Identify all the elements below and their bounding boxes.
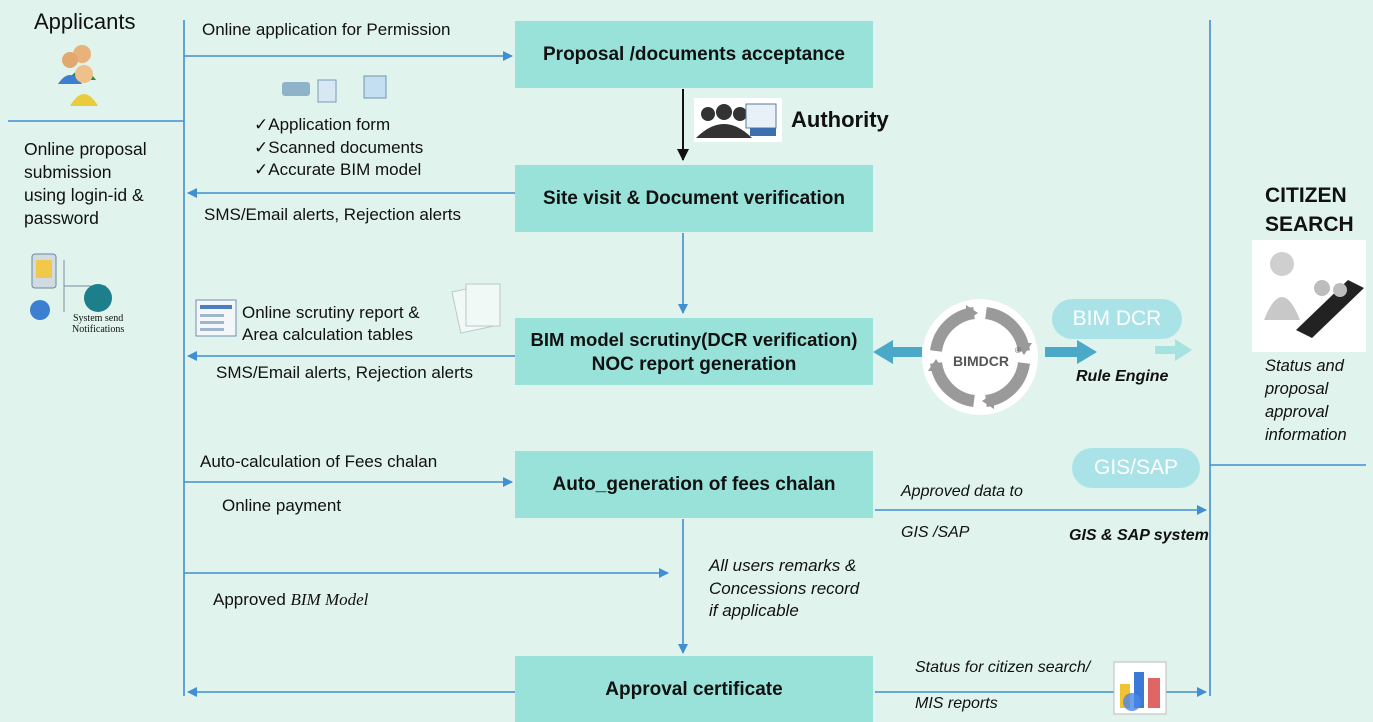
- submission-text: Online proposal submission using login-i…: [24, 138, 147, 230]
- citizen-icon: [1252, 240, 1366, 352]
- faded-arrow-right: [1155, 339, 1192, 361]
- submission-line: using login-id &: [24, 185, 144, 205]
- thick-arrow-left: [873, 340, 922, 364]
- approved-bim-prefix: Approved: [213, 590, 291, 609]
- auto-calc-label: Auto-calculation of Fees chalan: [200, 452, 438, 471]
- bimdcr-logo-text: BIMDCR: [953, 353, 1009, 369]
- submission-line: Online proposal: [24, 139, 147, 159]
- citizen-info-line: Status and: [1265, 357, 1344, 375]
- bim-scrutiny-line: NOC report generation: [591, 353, 797, 375]
- citizen-title-line: SEARCH: [1265, 213, 1354, 236]
- checklist: ✓Application form ✓Scanned documents ✓Ac…: [254, 114, 423, 182]
- scrutiny-report-text: Online scrutiny report & Area calculatio…: [242, 302, 420, 346]
- bim-scrutiny-box: BIM model scrutiny(DCR verification) NOC…: [515, 318, 873, 385]
- user-remarks-line: if applicable: [709, 601, 799, 620]
- mis-chart-icon: [1113, 661, 1167, 715]
- user-remarks-text: All users remarks & Concessions record i…: [709, 555, 859, 623]
- approved-data-label: Approved data to: [901, 483, 1023, 500]
- site-visit-box: Site visit & Document verification: [515, 165, 873, 232]
- approved-bim-italic: BIM Model: [290, 590, 369, 609]
- report-icon: [195, 299, 237, 337]
- rule-engine-label: Rule Engine: [1076, 368, 1169, 385]
- user-remarks-line: All users remarks &: [709, 556, 857, 575]
- applicants-label: Applicants: [34, 9, 136, 34]
- gis-sap-label: GIS /SAP: [901, 524, 970, 541]
- citizen-title-line: CITIZEN: [1265, 184, 1347, 207]
- checklist-item: ✓Scanned documents: [254, 137, 424, 157]
- notification-icon: [30, 253, 112, 320]
- applicants-people-icon: [58, 45, 98, 106]
- citizen-title: CITIZEN SEARCH: [1265, 181, 1354, 239]
- gis-sap-pill: GIS/SAP: [1072, 448, 1200, 488]
- checklist-item: ✓Application form: [254, 115, 391, 134]
- authority-icon: [694, 98, 782, 142]
- gis-sap-system-label: GIS & SAP system: [1069, 527, 1209, 544]
- checklist-item: ✓Accurate BIM model: [254, 160, 422, 179]
- user-remarks-line: Concessions record: [709, 578, 860, 598]
- citizen-info-line: proposal: [1265, 380, 1329, 398]
- sms-alerts-label-1: SMS/Email alerts, Rejection alerts: [204, 205, 461, 224]
- bim-scrutiny-line: BIM model scrutiny(DCR verification): [530, 328, 858, 350]
- papers-icon: [451, 283, 501, 334]
- sms-alerts-label-2: SMS/Email alerts, Rejection alerts: [216, 363, 473, 382]
- citizen-info-line: approval: [1265, 403, 1329, 421]
- notification-caption: System send Notifications: [72, 313, 124, 335]
- status-citizen-label: Status for citizen search/: [915, 659, 1091, 676]
- proposal-box: Proposal /documents acceptance: [515, 21, 873, 88]
- scrutiny-report-line: Area calculation tables: [242, 325, 414, 344]
- citizen-info: Status and proposal approval information: [1265, 355, 1347, 447]
- notification-caption-line: System send: [72, 313, 124, 324]
- submission-line: submission: [24, 162, 112, 182]
- thick-arrow-right: [1045, 340, 1097, 364]
- approval-box: Approval certificate: [515, 656, 873, 722]
- mis-reports-label: MIS reports: [915, 695, 998, 712]
- submission-line: password: [24, 208, 99, 228]
- online-payment-label: Online payment: [222, 496, 342, 515]
- bimdcr-registered-mark: ®: [1015, 346, 1021, 355]
- notification-caption-line: Notifications: [72, 324, 125, 335]
- fees-box: Auto_generation of fees chalan: [515, 451, 873, 518]
- bim-dcr-pill: BIM DCR: [1052, 299, 1182, 339]
- online-application-label: Online application for Permission: [202, 20, 451, 39]
- documents-icon: [282, 75, 387, 103]
- authority-label: Authority: [791, 107, 889, 132]
- bimdcr-logo: [922, 299, 1038, 415]
- scrutiny-report-line: Online scrutiny report &: [242, 303, 420, 322]
- approved-bim-label: Approved BIM Model: [213, 590, 368, 610]
- citizen-info-line: information: [1265, 426, 1347, 444]
